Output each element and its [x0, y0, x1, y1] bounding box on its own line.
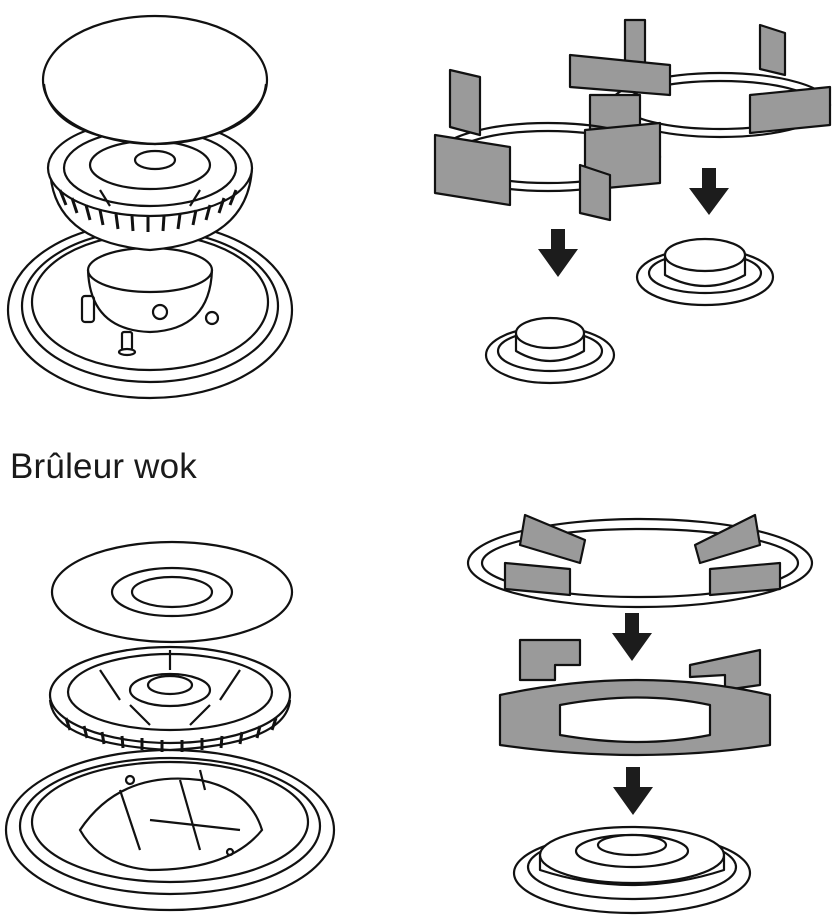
standard-burner-grates-illustration	[430, 15, 832, 395]
wok-burner-exploded-illustration	[0, 530, 340, 918]
wok-burner-grate-illustration	[460, 505, 832, 918]
grate-assembly-icon	[433, 18, 832, 385]
standard-burner-exploded-illustration	[0, 0, 320, 410]
burner-exploded-icon	[6, 14, 294, 400]
wok-burner-exploded-icon	[4, 540, 336, 912]
wok-grate-assembly-icon	[466, 513, 814, 915]
section-heading: Brûleur wok	[10, 447, 197, 486]
